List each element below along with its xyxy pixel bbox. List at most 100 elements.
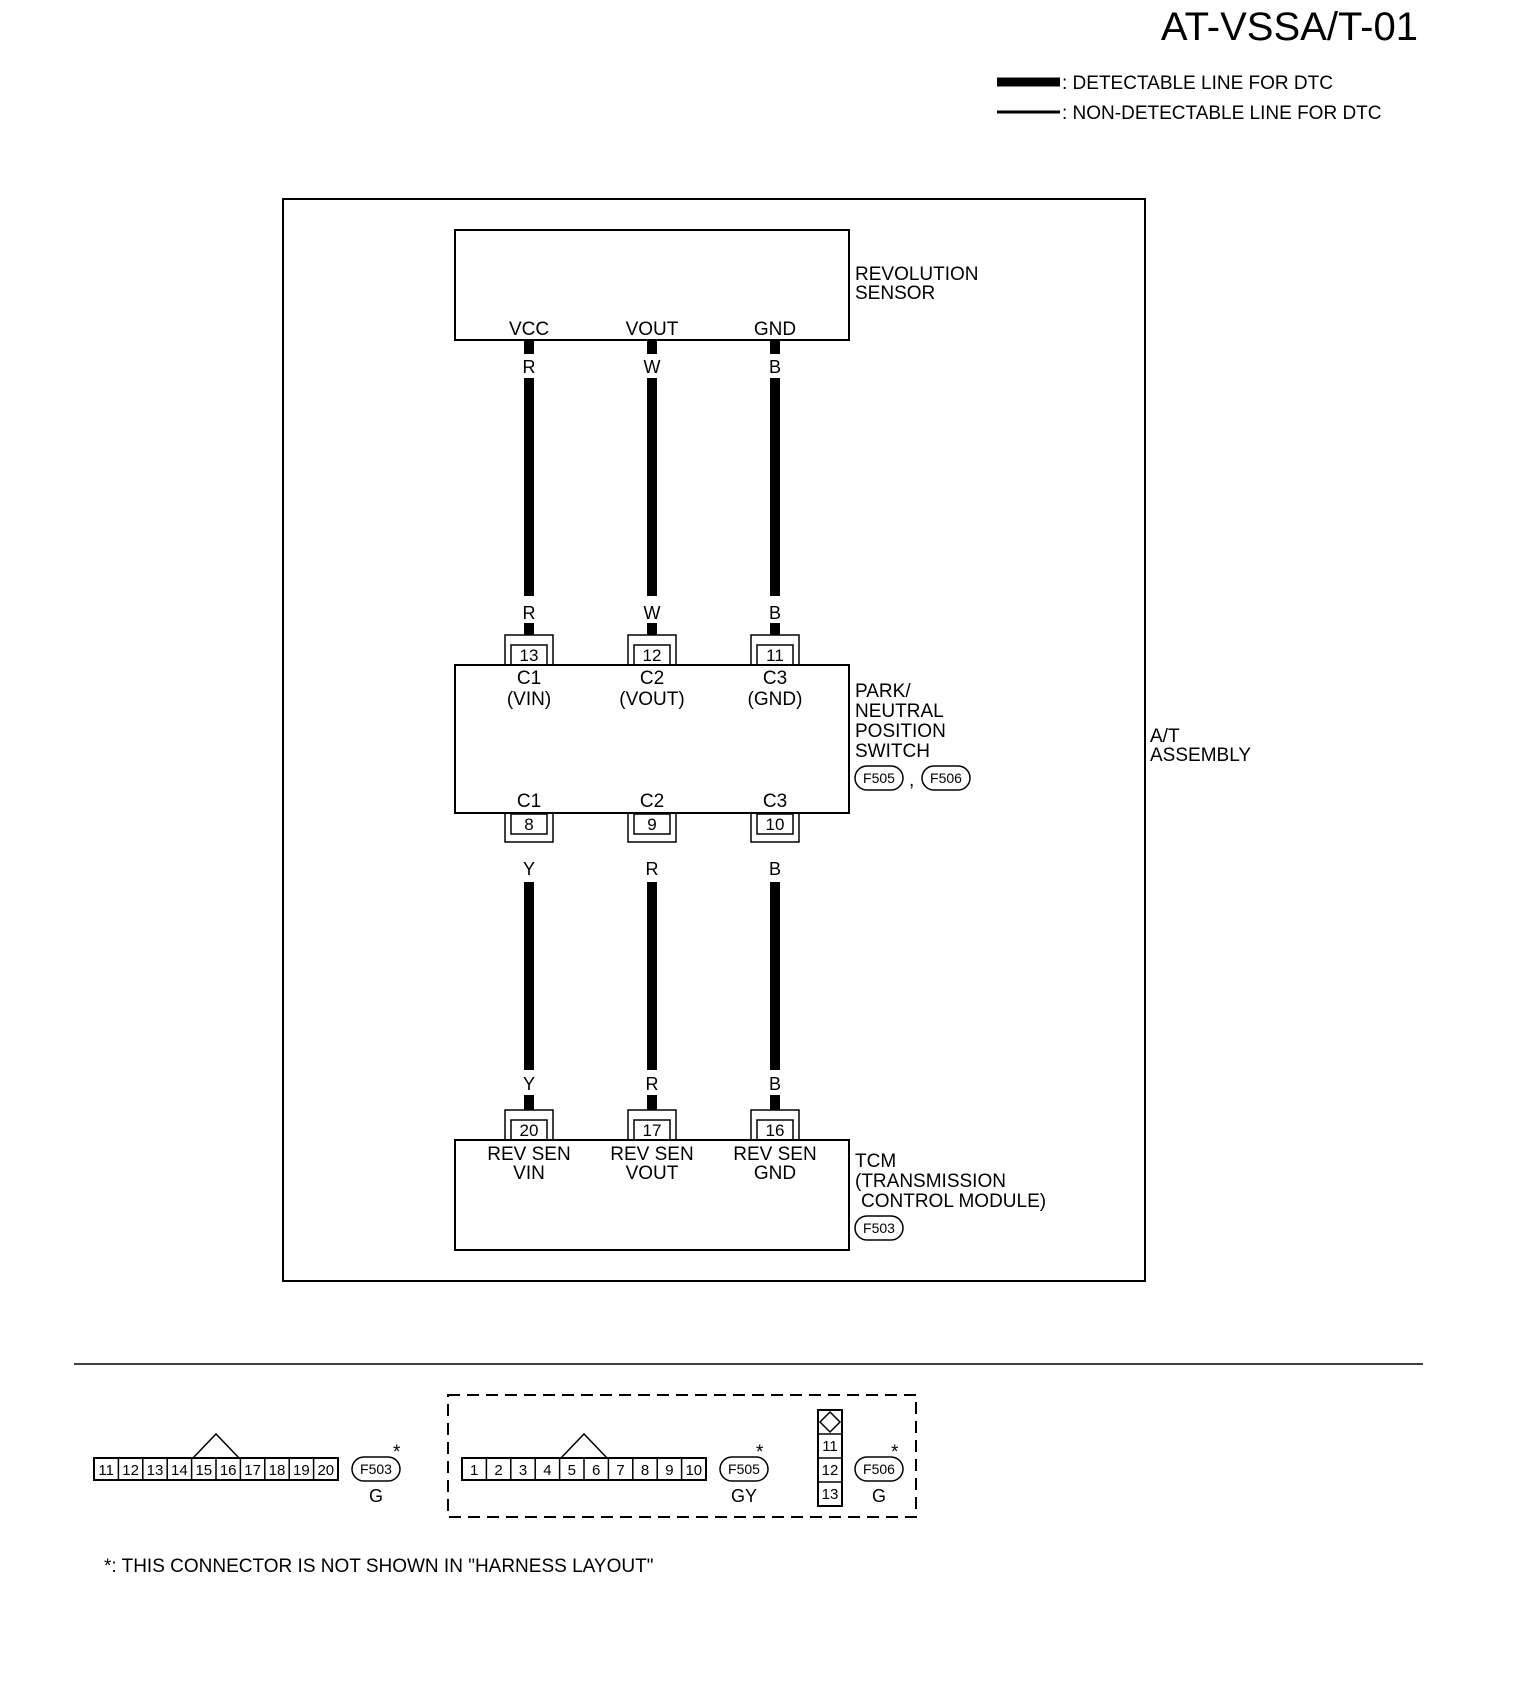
connector-badge-f503: [854, 1215, 904, 1241]
pnp-top-terminal: C2: [640, 668, 664, 689]
tcm-terminal-line1: REV SEN: [487, 1144, 570, 1165]
tcm-name-3: CONTROL MODULE): [861, 1191, 1046, 1212]
connector-pin-label: 8: [641, 1462, 649, 1479]
wire-stub: [647, 340, 657, 354]
pnp-bottom-connector-pins: 8 9 10: [504, 813, 800, 843]
pin-terminal-bracket: [750, 634, 800, 665]
wire-b-lower: [770, 882, 780, 1070]
pin-number: 16: [766, 1121, 785, 1140]
connector-pin-label: 7: [616, 1462, 624, 1479]
connector-pin-label: 13: [147, 1462, 164, 1479]
connector-pin-label: 5: [568, 1462, 576, 1479]
tcm-terminal-line1: REV SEN: [733, 1144, 816, 1165]
wire-color-label: Y: [523, 1074, 535, 1094]
connector-view-id: F503: [360, 1461, 392, 1477]
pnp-name-2: NEUTRAL: [855, 701, 944, 722]
connector-color: GY: [731, 1486, 757, 1506]
wire-color-label: B: [769, 859, 781, 879]
connector-lock-tab: [818, 1410, 842, 1434]
connector-view-id: F506: [863, 1461, 895, 1477]
footnote: *: THIS CONNECTOR IS NOT SHOWN IN "HARNE…: [104, 1556, 653, 1577]
connector-pin-label: 6: [592, 1462, 600, 1479]
connector-pin-label: 11: [98, 1462, 114, 1479]
pin-terminal-bracket: [627, 1109, 677, 1140]
terminal-vout: VOUT: [626, 319, 679, 340]
pnp-bottom-terminal: C2: [640, 791, 664, 812]
tcm-box: [454, 1139, 850, 1251]
upper-wire-harness: R W B R W B: [523, 340, 781, 635]
connector-pin-label: 3: [519, 1462, 527, 1479]
pin-number: 12: [643, 646, 662, 665]
connector-pin-label: 12: [822, 1462, 839, 1479]
pin-terminal-bracket: [627, 813, 677, 843]
connector-pin-label: 11: [822, 1438, 838, 1455]
connector-pin-label: 19: [293, 1462, 310, 1479]
wire-color-label: R: [523, 357, 536, 377]
pnp-bottom-terminal: C1: [517, 791, 541, 812]
connector-color: G: [872, 1486, 886, 1506]
pnp-top-connector-pins: 13 12 11: [504, 634, 800, 666]
tcm-terminal-line2: GND: [754, 1163, 796, 1184]
connector-pin-label: 14: [171, 1462, 188, 1479]
wire-stub: [524, 1095, 534, 1110]
wire-color-label: W: [644, 603, 661, 623]
wire-color-label: R: [523, 603, 536, 623]
pin-number: 20: [520, 1121, 539, 1140]
connector-view-id: F505: [728, 1461, 760, 1477]
tcm-terminal-line2: VIN: [513, 1163, 545, 1184]
asterisk-mark: *: [891, 1442, 899, 1463]
wire-color-label: B: [769, 357, 781, 377]
connector-pin-label: 1: [470, 1462, 478, 1479]
wire-color-label: R: [646, 1074, 659, 1094]
connector-lock-tab: [192, 1432, 240, 1459]
connector-pin-label: 4: [543, 1462, 551, 1479]
pnp-name-1: PARK/: [855, 681, 911, 702]
connector-pin-label: 10: [685, 1462, 702, 1479]
connector-view-f503: 11 12 13 14 15 16 17 18 19 20 F503 * G: [93, 1432, 401, 1506]
connector-pin-label: 20: [317, 1462, 334, 1479]
wire-b-upper: [770, 378, 780, 596]
pin-terminal-bracket: [504, 813, 554, 843]
connector-color: G: [369, 1486, 383, 1506]
pnp-name-4: SWITCH: [855, 741, 930, 762]
assembly-label-2: ASSEMBLY: [1150, 745, 1251, 766]
terminal-gnd: GND: [754, 319, 796, 340]
asterisk-mark: *: [393, 1442, 401, 1463]
pin-box: [510, 813, 548, 835]
wire-color-label: B: [769, 603, 781, 623]
pin-number: 8: [524, 815, 533, 834]
wire-w-upper: [647, 378, 657, 596]
pin-terminal-bracket: [504, 1109, 554, 1140]
connector-view-f506: 11 12 13 F506 * G: [817, 1409, 904, 1507]
pin-number: 13: [520, 646, 539, 665]
connector-id-f505: F505: [863, 770, 895, 786]
connector-pin-label: 17: [244, 1462, 261, 1479]
pin-box: [756, 813, 794, 835]
tcm-name-1: TCM: [855, 1151, 896, 1172]
pnp-top-signal: (GND): [748, 689, 803, 710]
pnp-switch-box: [454, 664, 850, 814]
connector-pin-label: 18: [269, 1462, 286, 1479]
wire-color-label: B: [769, 1074, 781, 1094]
connector-badge-f506: [854, 1456, 904, 1482]
connector-pin-label: 12: [122, 1462, 139, 1479]
tcm-terminal-line2: VOUT: [626, 1163, 679, 1184]
pnp-top-signal: (VOUT): [619, 689, 684, 710]
wire-r-lower: [647, 882, 657, 1070]
connector-badge-f505: [719, 1456, 769, 1482]
pin-number: 11: [766, 646, 784, 665]
connector-pin-label: 15: [195, 1462, 212, 1479]
pin-terminal-bracket: [627, 634, 677, 665]
connector-pin-label: 13: [822, 1486, 839, 1503]
wire-color-label: Y: [523, 859, 535, 879]
wire-stub: [647, 1095, 657, 1110]
connector-pin-label: 2: [494, 1462, 502, 1479]
pin-number: 10: [766, 815, 785, 834]
pin-number: 17: [643, 1121, 662, 1140]
terminal-vcc: VCC: [509, 319, 549, 340]
pnp-top-terminal: C1: [517, 668, 541, 689]
revolution-sensor-name-1: REVOLUTION: [855, 264, 979, 285]
tcm-terminal-line1: REV SEN: [610, 1144, 693, 1165]
wire-stub: [524, 623, 534, 635]
